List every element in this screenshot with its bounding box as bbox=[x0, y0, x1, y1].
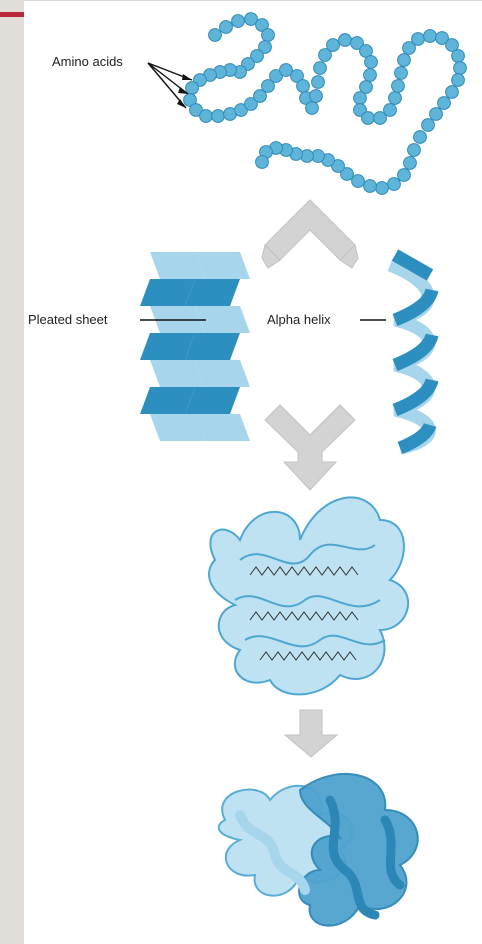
amino-acid-bead bbox=[297, 80, 310, 93]
amino-acid-bead bbox=[364, 69, 377, 82]
amino-acid-bead bbox=[200, 110, 213, 123]
helix-front-ribbon bbox=[395, 380, 432, 410]
amino-acid-bead bbox=[310, 90, 323, 103]
amino-acid-bead bbox=[376, 182, 389, 195]
amino-acid-chain bbox=[184, 13, 467, 195]
merge-arrow-body bbox=[265, 405, 355, 490]
amino-acid-bead bbox=[306, 102, 319, 115]
pleated-sheet-label: Pleated sheet bbox=[28, 312, 108, 327]
down-arrow-body bbox=[285, 710, 337, 757]
amino-acid-bead bbox=[389, 92, 402, 105]
amino-acid-bead bbox=[395, 67, 408, 80]
amino-acid-bead bbox=[452, 74, 465, 87]
helix-front-ribbon bbox=[395, 335, 432, 365]
amino-acid-bead bbox=[362, 112, 375, 125]
amino-acid-bead bbox=[408, 144, 421, 157]
amino-acid-bead bbox=[256, 156, 269, 169]
alpha-helix-label-group: Alpha helix bbox=[267, 312, 386, 327]
amino-acid-bead bbox=[414, 131, 427, 144]
alpha-helix-label: Alpha helix bbox=[267, 312, 331, 327]
tertiary-outer-fold bbox=[209, 497, 408, 694]
quaternary-structure bbox=[219, 774, 418, 926]
amino-acid-bead bbox=[388, 178, 401, 191]
amino-acid-bead bbox=[398, 169, 411, 182]
pleated-sheet-illustration bbox=[140, 252, 250, 441]
amino-acid-bead bbox=[364, 180, 377, 193]
amino-acid-bead bbox=[262, 29, 275, 42]
amino-acid-bead bbox=[312, 76, 325, 89]
amino-acid-bead bbox=[446, 86, 459, 99]
down-arrow bbox=[285, 710, 337, 757]
amino-acid-bead bbox=[327, 39, 340, 52]
amino-acid-bead bbox=[339, 34, 352, 47]
amino-acid-bead bbox=[354, 92, 367, 105]
amino-acid-bead bbox=[212, 110, 225, 123]
amino-acid-bead bbox=[220, 21, 233, 34]
amino-acids-label-group: Amino acids bbox=[52, 54, 192, 108]
amino-acid-bead bbox=[454, 62, 467, 75]
tertiary-structure bbox=[209, 497, 408, 694]
pointer-arrowhead bbox=[182, 74, 192, 80]
amino-acids-label: Amino acids bbox=[52, 54, 123, 69]
amino-acid-bead bbox=[438, 97, 451, 110]
amino-acid-bead bbox=[452, 50, 465, 63]
amino-acid-bead bbox=[412, 33, 425, 46]
helix-front-ribbon bbox=[395, 290, 432, 320]
amino-acid-bead bbox=[365, 56, 378, 69]
amino-acid-bead bbox=[314, 62, 327, 75]
amino-acid-bead bbox=[422, 119, 435, 132]
amino-acid-bead bbox=[398, 54, 411, 67]
amino-acid-bead bbox=[404, 157, 417, 170]
split-arrow bbox=[262, 200, 358, 268]
amino-acid-bead bbox=[232, 15, 245, 28]
amino-acid-bead bbox=[186, 82, 199, 95]
amino-acid-bead bbox=[209, 29, 222, 42]
alpha-helix-illustration bbox=[390, 255, 432, 448]
amino-acid-bead bbox=[424, 30, 437, 43]
merge-arrow bbox=[265, 405, 355, 490]
amino-acid-bead bbox=[384, 104, 397, 117]
amino-acid-bead bbox=[392, 80, 405, 93]
amino-acid-bead bbox=[430, 108, 443, 121]
split-arrow-body bbox=[265, 200, 355, 260]
amino-acid-bead bbox=[352, 175, 365, 188]
